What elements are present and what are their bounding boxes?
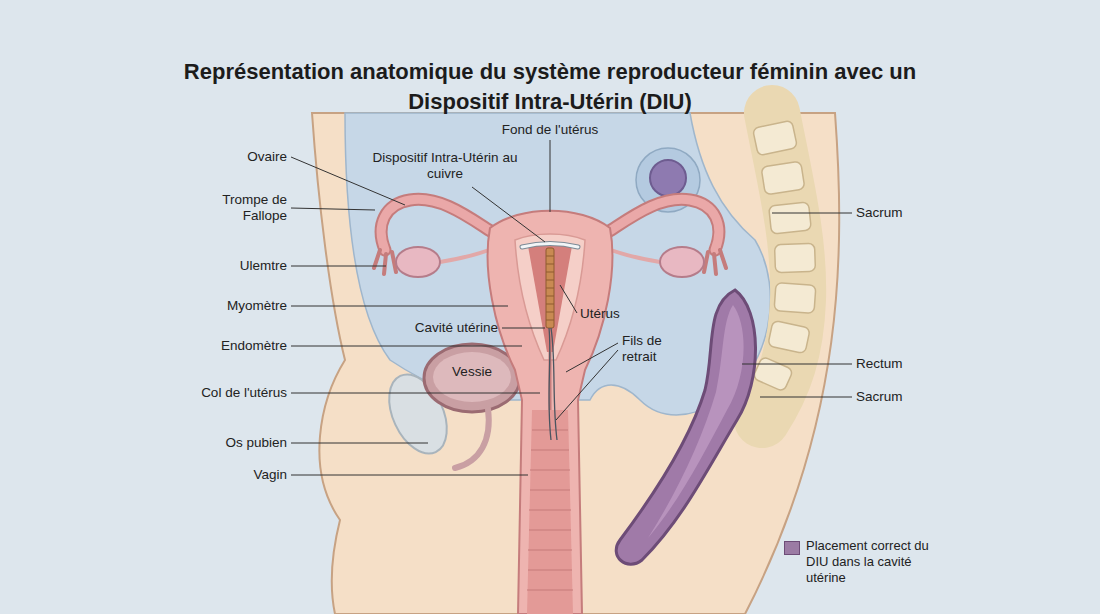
rectum-lumen (648, 305, 744, 538)
bladder-lumen (433, 352, 511, 402)
rectum-shape (616, 290, 755, 564)
leader-line (556, 350, 618, 420)
iud-strings (549, 328, 557, 440)
fallopian-tube (608, 199, 719, 250)
tube-outline (608, 199, 719, 250)
iud-arms (522, 244, 578, 248)
urethra (455, 409, 489, 468)
part-label: Utérus (580, 306, 620, 322)
leader-lines (291, 140, 852, 475)
tube-outline (381, 199, 492, 250)
leader-line (560, 285, 577, 313)
legend-entry: Placement correct du DIU dans la cavité … (784, 538, 944, 590)
leader-line (291, 346, 522, 347)
vagina-canal (527, 410, 573, 614)
leader-line (502, 328, 545, 329)
part-label: Cavité utérine (415, 320, 498, 336)
iud-arms (522, 244, 578, 248)
leader-line (772, 213, 852, 214)
part-label: Vessie (452, 364, 492, 380)
part-label: Trompe de Fallope (197, 192, 287, 224)
vertebra (753, 120, 798, 156)
leader-line (291, 266, 386, 267)
bowel-lumen (650, 160, 686, 196)
vertebra (753, 356, 794, 392)
leader-line (291, 393, 540, 394)
copper-coil (546, 256, 554, 320)
leader-line (760, 397, 852, 398)
bladder (424, 344, 520, 412)
legend-swatch (784, 541, 800, 555)
part-label: Fond de l'utérus (502, 122, 598, 138)
legend-text: Placement correct du DIU dans la cavité … (806, 538, 930, 586)
ovary (396, 247, 440, 277)
part-label: Ovaire (247, 149, 287, 165)
vertebra (775, 243, 816, 272)
part-label: Fils de retrait (622, 333, 684, 365)
part-label: Os pubien (225, 435, 287, 451)
leader-line (291, 475, 528, 476)
leader-line (550, 140, 551, 212)
iud-stem (546, 248, 554, 328)
part-label: Dispositif Intra-Utérin au cuivre (371, 150, 519, 182)
vertebra (768, 320, 811, 353)
part-label: Endomètre (221, 338, 287, 354)
leader-line (566, 343, 618, 372)
leader-line (291, 306, 508, 307)
vertebra (774, 283, 816, 314)
part-label: Vagin (253, 467, 287, 483)
vertebrae (753, 120, 816, 392)
ovary (660, 247, 704, 277)
part-label: Col de l'utérus (201, 385, 287, 401)
leader-line (291, 443, 428, 444)
leader-line (742, 364, 852, 365)
vaginal-folds (527, 430, 573, 590)
part-label: Rectum (856, 356, 903, 372)
part-label: Ulemtre (240, 258, 287, 274)
uterus-body (488, 211, 613, 614)
leader-line (291, 208, 375, 210)
part-label: Sacrum (856, 205, 903, 221)
leader-line (472, 187, 545, 242)
part-label: Myomètre (227, 298, 287, 314)
diagram-title: Représentation anatomique du système rep… (170, 57, 930, 117)
vertebra (769, 202, 812, 234)
vertebra (761, 161, 805, 195)
fallopian-tube (381, 199, 492, 250)
part-label: Sacrum (856, 389, 903, 405)
